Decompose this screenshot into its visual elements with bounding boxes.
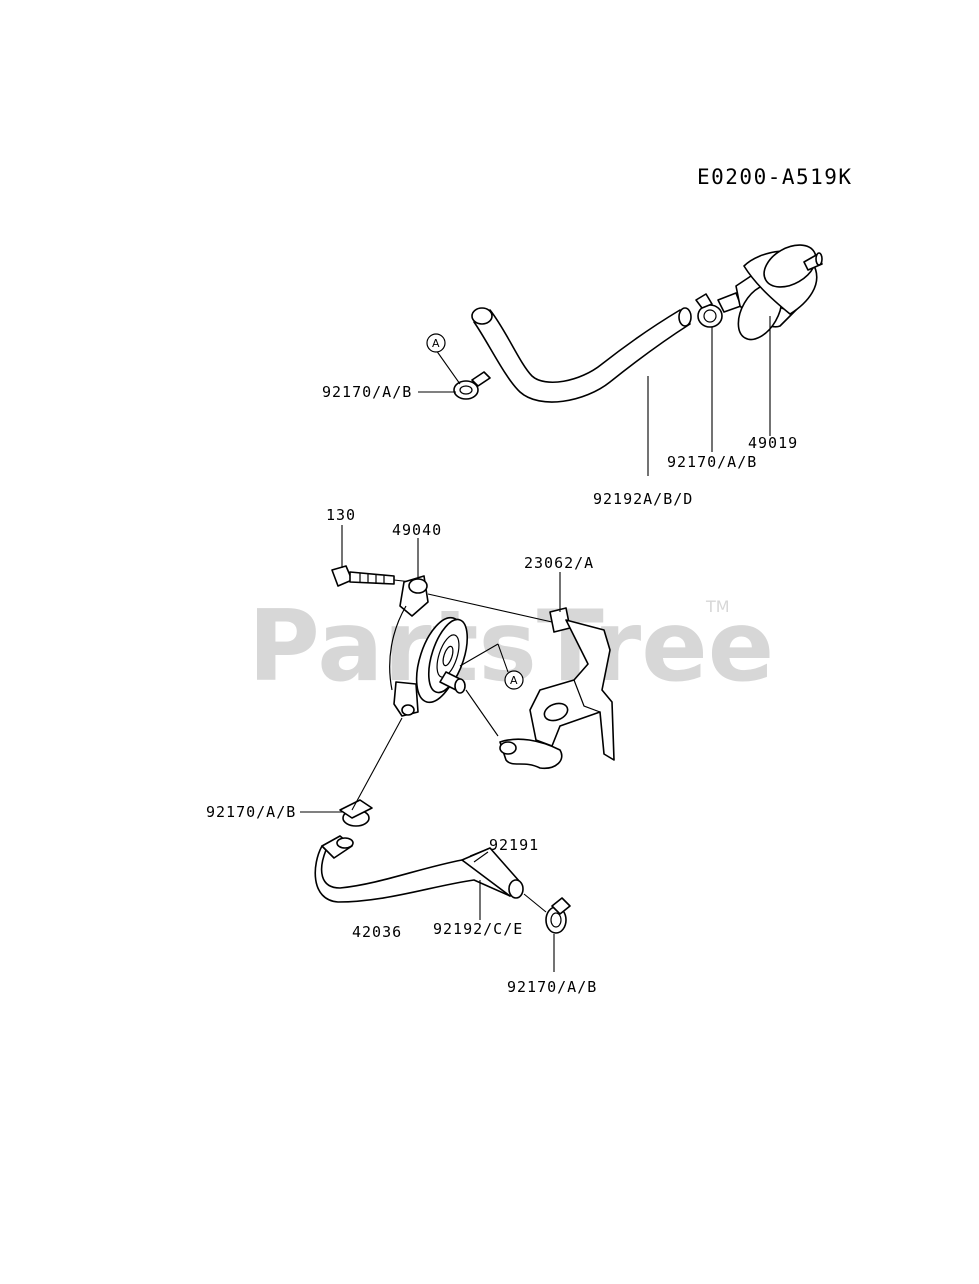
svg-text:A: A <box>432 337 440 350</box>
reference-mark-a-middle: A <box>504 670 524 690</box>
label-clamp-top-right: 92170/A/B <box>667 453 757 471</box>
label-upper-hose: 92192A/B/D <box>593 490 693 508</box>
label-clamp-mid-left: 92170/A/B <box>206 803 296 821</box>
fuel-filter <box>717 244 823 341</box>
fuel-pump <box>389 575 469 717</box>
hose-clamp-mid-left <box>339 799 373 827</box>
hose-clamp-top-right <box>695 293 723 328</box>
label-hose-joint: 92191 <box>489 836 539 854</box>
label-lower-hose: 42036 <box>352 923 402 941</box>
label-fuel-filter: 49019 <box>748 434 798 452</box>
svg-text:A: A <box>510 674 518 687</box>
label-fuel-pump: 49040 <box>392 521 442 539</box>
pump-bracket <box>427 593 615 761</box>
upper-fuel-hose <box>471 307 692 403</box>
hose-clamp-top-left <box>453 371 491 400</box>
label-clamp-bottom: 92170/A/B <box>507 978 597 996</box>
pump-outlet-hose-stub <box>465 689 563 770</box>
diagram-code: E0200-A519K <box>697 165 853 189</box>
label-clamp-top-left: 92170/A/B <box>322 383 412 401</box>
hose-clamp-bottom <box>523 893 571 934</box>
watermark-tm: TM <box>705 597 730 616</box>
label-lower-hose-end: 92192/C/E <box>433 920 523 938</box>
label-bolt: 130 <box>326 506 356 524</box>
reference-mark-a-top: A <box>426 333 446 353</box>
label-bracket: 23062/A <box>524 554 594 572</box>
bolt <box>331 565 395 587</box>
